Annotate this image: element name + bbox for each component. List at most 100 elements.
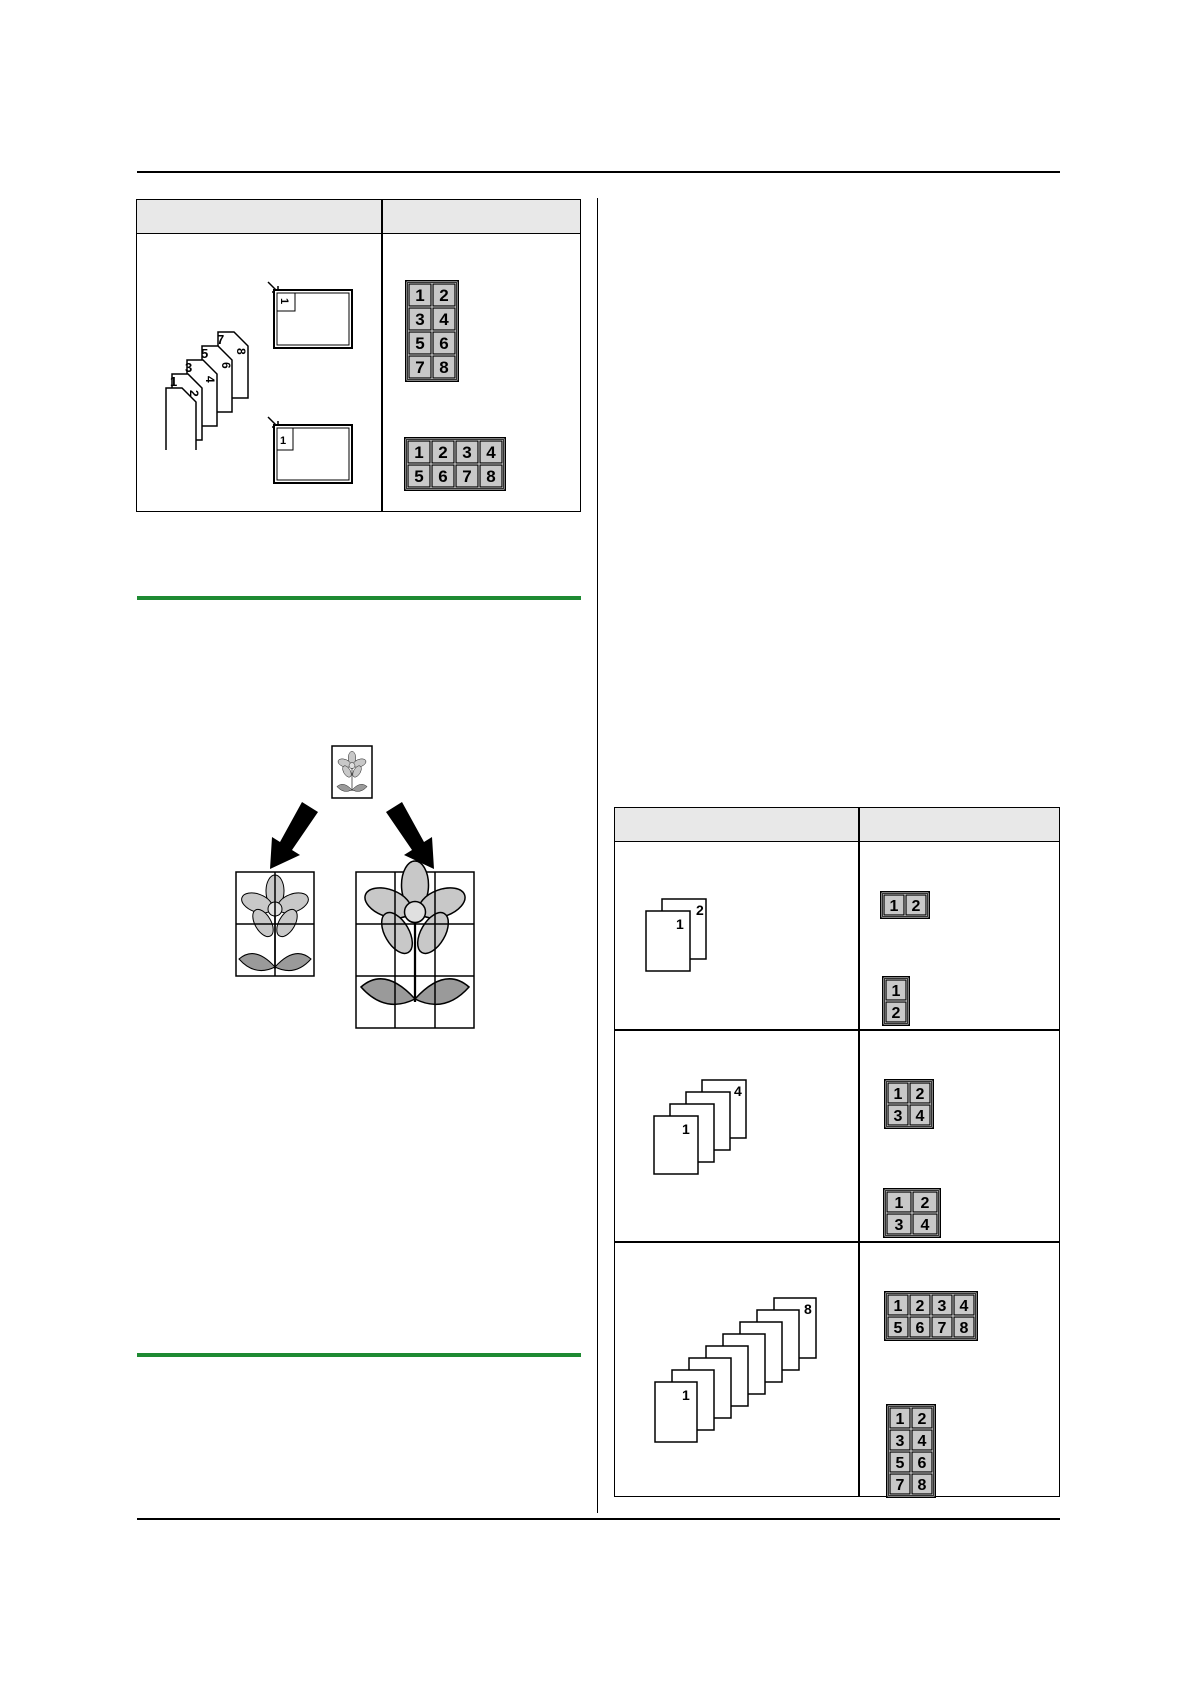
bottom-rule	[137, 1518, 1060, 1520]
grid-cell	[909, 1104, 931, 1126]
grid-cell	[407, 464, 431, 488]
grid-cell	[912, 1213, 938, 1235]
grid-cell-number: 6	[439, 334, 448, 353]
svg-text:7: 7	[217, 332, 224, 347]
grid-cell-number: 1	[890, 898, 899, 915]
grid-cell-number: 1	[895, 1195, 904, 1212]
grid-cell	[909, 1082, 931, 1104]
grid-cell-number: 5	[894, 1320, 903, 1337]
grid-cell	[912, 1191, 938, 1213]
grid-cell	[408, 355, 432, 379]
grid-cell-number: 3	[938, 1298, 947, 1315]
svg-text:1: 1	[278, 298, 290, 304]
grid-inner-frame	[406, 439, 504, 489]
grid-cell-number: 4	[439, 310, 449, 329]
result-grid-2x1: 12	[882, 976, 910, 1026]
layout-table-top	[136, 199, 581, 512]
svg-text:4: 4	[203, 376, 217, 383]
grid-inner-frame	[888, 1406, 934, 1496]
grid-cell-number: 7	[938, 1320, 947, 1337]
grid-cell-number: 3	[896, 1433, 905, 1450]
grid-cell-number: 7	[415, 358, 424, 377]
grid-cell-number: 8	[486, 467, 495, 486]
grid-cell-number: 8	[918, 1477, 927, 1494]
grid-cell-number: 1	[894, 1298, 903, 1315]
grid-cell-number: 1	[415, 286, 424, 305]
grid-cell-number: 4	[916, 1108, 925, 1125]
grid-cell	[431, 440, 455, 464]
svg-text:1: 1	[676, 916, 684, 932]
grid-cell	[911, 1429, 933, 1451]
grid-cell-number: 4	[921, 1217, 930, 1234]
grid-cell-number: 5	[415, 334, 424, 353]
original-stack-2: 2 1	[645, 898, 707, 972]
grid-cell	[408, 283, 432, 307]
svg-text:3: 3	[185, 360, 192, 375]
grid-cell	[909, 1316, 931, 1338]
grid-cell-number: 4	[486, 443, 496, 462]
section-bar-1	[137, 596, 581, 600]
grid-cell-number: 5	[896, 1455, 905, 1472]
grid-cell-number: 4	[918, 1433, 927, 1450]
grid-cell-number: 6	[438, 467, 447, 486]
top-rule	[137, 171, 1060, 173]
grid-cell-number: 5	[414, 467, 423, 486]
grid-cell	[455, 464, 479, 488]
grid-inner-frame	[884, 978, 908, 1024]
grid-cell-number: 6	[916, 1320, 925, 1337]
svg-text:1: 1	[682, 1121, 690, 1137]
grid-cell	[883, 894, 905, 916]
original-stack-4: 4 1	[653, 1079, 747, 1175]
grid-cell	[905, 894, 927, 916]
grid-cell	[408, 331, 432, 355]
grid-cell	[479, 440, 503, 464]
grid-cell	[953, 1316, 975, 1338]
grid-cell-number: 6	[918, 1455, 927, 1472]
grid-cell	[887, 1316, 909, 1338]
grid-cell	[889, 1429, 911, 1451]
grid-cell-number: 7	[896, 1477, 905, 1494]
grid-cell-number: 2	[916, 1298, 925, 1315]
grid-cell	[407, 440, 431, 464]
grid-cell	[911, 1451, 933, 1473]
svg-text:2: 2	[696, 902, 704, 918]
grid-cell	[887, 1104, 909, 1126]
grid-cell	[911, 1407, 933, 1429]
grid-cell	[911, 1473, 933, 1495]
grid-cell-number: 1	[894, 1086, 903, 1103]
svg-text:8: 8	[804, 1301, 812, 1317]
svg-text:1: 1	[170, 374, 177, 389]
svg-text:1: 1	[280, 435, 286, 447]
grid-cell-number: 2	[912, 898, 921, 915]
grid-cell-number: 8	[439, 358, 448, 377]
scanner-glass-landscape: 1	[267, 416, 353, 484]
column-divider	[597, 198, 599, 1513]
grid-cell	[886, 1213, 912, 1235]
layout-table-right	[614, 807, 1060, 1497]
section-bar-2	[137, 1353, 581, 1357]
grid-cell	[909, 1294, 931, 1316]
grid-cell	[432, 307, 456, 331]
table-header	[615, 808, 1059, 842]
grid-inner-frame	[882, 893, 928, 917]
grid-cell-number: 1	[414, 443, 423, 462]
svg-text:8: 8	[234, 348, 248, 355]
grid-cell-number: 2	[439, 286, 448, 305]
grid-cell	[885, 979, 907, 1001]
svg-text:5: 5	[201, 346, 208, 361]
grid-cell	[432, 283, 456, 307]
grid-cell-number: 4	[960, 1298, 969, 1315]
grid-cell-number: 3	[415, 310, 424, 329]
grid-cell	[886, 1191, 912, 1213]
grid-cell-number: 1	[892, 983, 901, 1000]
scanner-glass-portrait: 1	[267, 281, 353, 349]
grid-cell	[953, 1294, 975, 1316]
grid-cell	[889, 1451, 911, 1473]
